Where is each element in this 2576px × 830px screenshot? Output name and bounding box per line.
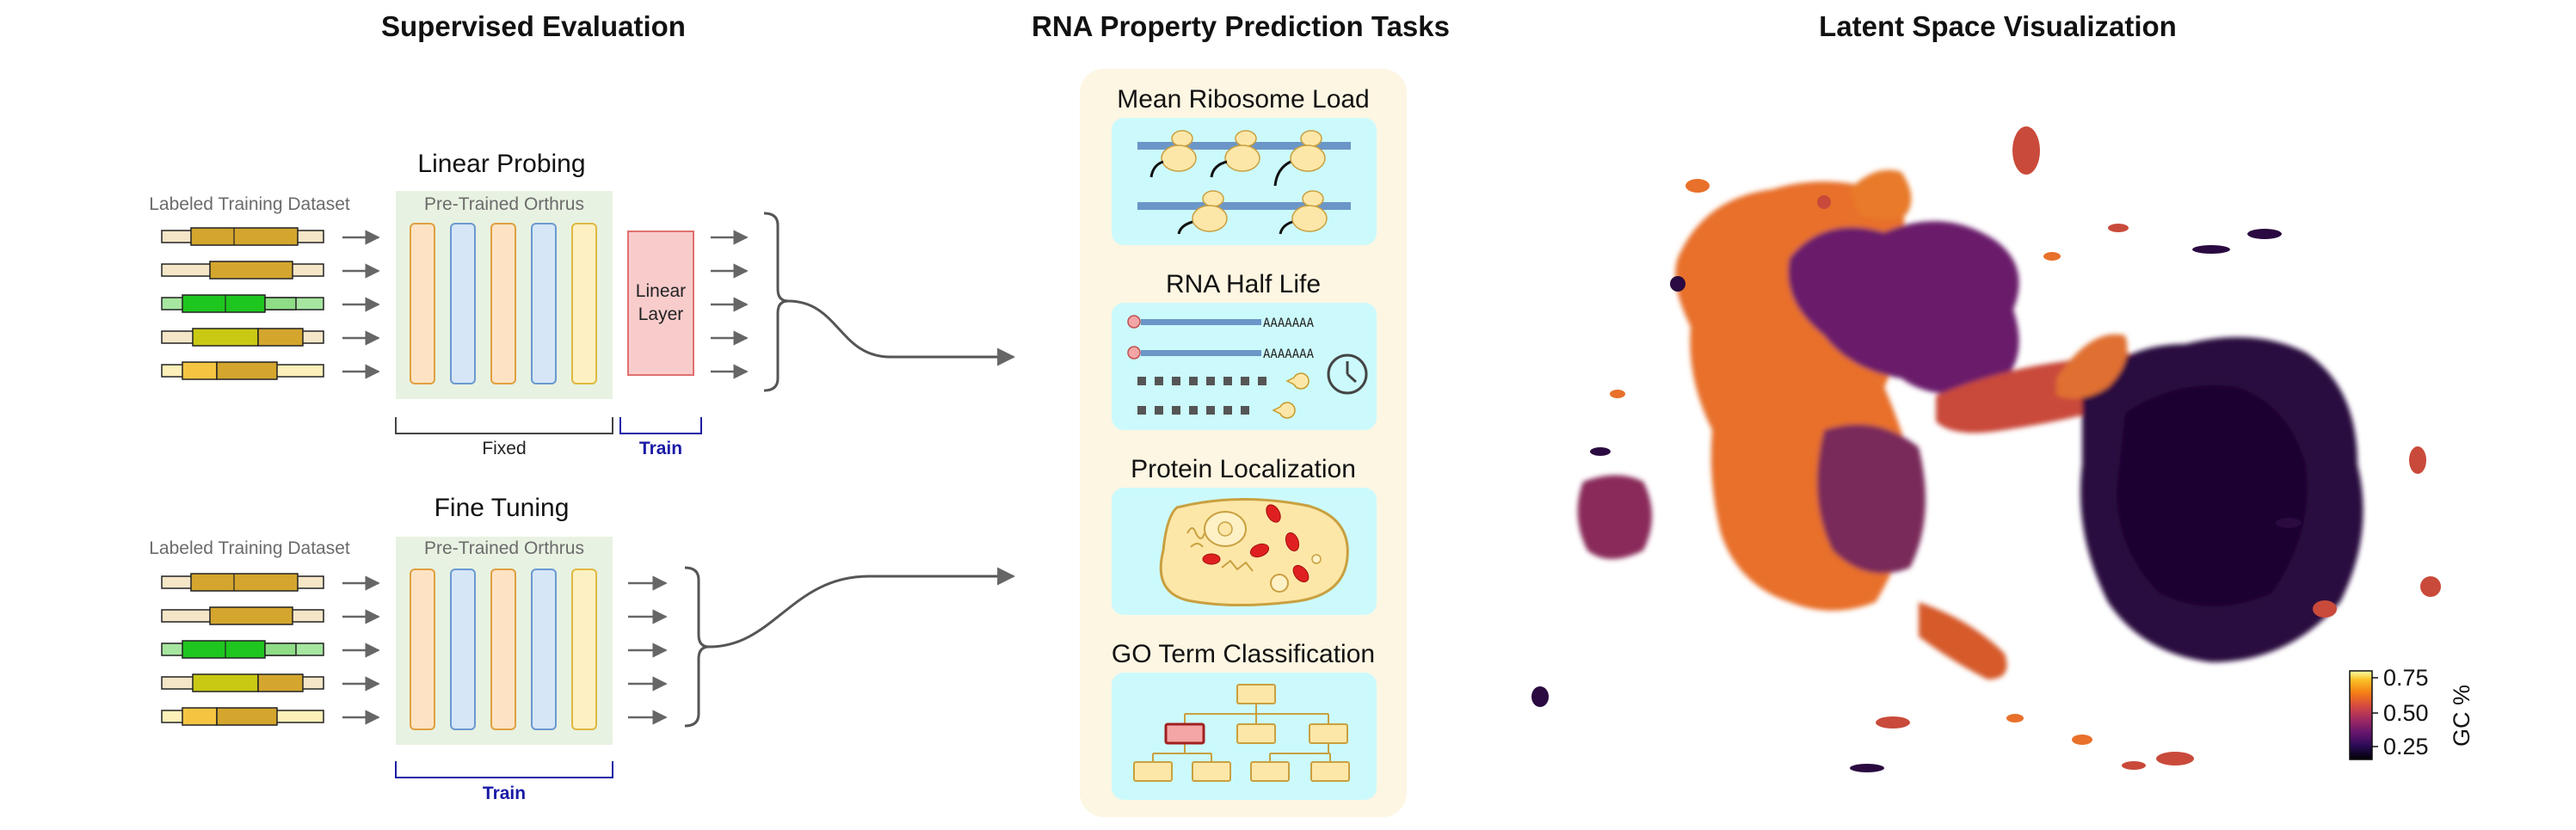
task-panel [1080, 69, 1407, 817]
pretrained-model: Pre-Trained Orthrus [396, 191, 613, 399]
colorbar-tick: 0.50 [2383, 700, 2429, 726]
dataset-label: Labeled Training Dataset [149, 194, 350, 214]
linear-layer: Linear Layer [627, 231, 694, 376]
train-label: Train [639, 439, 682, 458]
model-label: Pre-Trained Orthrus [424, 194, 584, 214]
train-bracket: Train [395, 761, 613, 803]
rna-sequence [161, 673, 324, 692]
middle-panel: RNA Property Prediction Tasks Mean Ribos… [1032, 10, 1450, 817]
flow-arrow [708, 567, 1016, 649]
right-panel-title: Latent Space Visualization [1819, 10, 2177, 42]
task-go-term-classification: GO Term Classification [1112, 640, 1377, 800]
task-title: GO Term Classification [1112, 640, 1375, 668]
rna-sequence [161, 227, 324, 246]
linear-probing-section: Linear Probing Labeled Training Dataset [149, 150, 1016, 458]
middle-panel-title: RNA Property Prediction Tasks [1032, 10, 1450, 42]
rna-sequence [161, 573, 324, 592]
task-title: RNA Half Life [1166, 270, 1321, 298]
task-protein-localization: Protein Localization [1112, 455, 1377, 615]
sequence-list [161, 227, 324, 380]
left-panel-title: Supervised Evaluation [381, 10, 686, 42]
clock-icon [1327, 354, 1368, 395]
task-mean-ribosome-load: Mean Ribosome Load [1112, 85, 1377, 245]
rna-sequence [161, 606, 324, 625]
left-panel: Supervised Evaluation Linear Probing Lab… [149, 10, 1016, 803]
output-brace [763, 212, 789, 392]
task-rna-half-life: RNA Half Life AAAAAAA AAAAAAA [1112, 270, 1377, 430]
model-label: Pre-Trained Orthrus [424, 538, 584, 558]
train-label: Train [483, 784, 526, 803]
poly-a-tail: AAAAAAA [1263, 317, 1315, 330]
output-arrows [628, 575, 668, 725]
rna-sequence [161, 294, 324, 313]
fine-tuning-section: Fine Tuning Labeled Training Dataset [149, 494, 1016, 803]
task-box [1112, 303, 1377, 430]
fixed-bracket: Fixed [395, 417, 613, 458]
sequence-list [161, 573, 324, 726]
output-arrows [711, 230, 749, 379]
rna-sequence [161, 640, 324, 659]
rna-sequence [161, 261, 324, 280]
half-life-icon: AAAAAAA AAAAAAA [1127, 315, 1368, 419]
cell-icon [1159, 497, 1349, 607]
output-brace [684, 566, 710, 728]
dataset-label: Labeled Training Dataset [149, 538, 350, 558]
latent-space-scatter [1531, 126, 2441, 772]
colorbar: 0.75 0.50 0.25 GC % [2349, 665, 2474, 760]
linear-probing-title: Linear Probing [417, 150, 585, 178]
rna-sequence [161, 707, 324, 726]
colorbar-tick: 0.75 [2383, 665, 2429, 691]
rna-sequence [161, 328, 324, 347]
ribosome-icon [1137, 130, 1351, 235]
input-arrows [342, 230, 380, 379]
right-panel: Latent Space Visualization [1531, 10, 2474, 772]
fine-tuning-title: Fine Tuning [434, 494, 570, 522]
fixed-label: Fixed [482, 439, 526, 458]
poly-a-tail: AAAAAAA [1263, 347, 1315, 361]
go-tree-icon [1133, 684, 1350, 782]
input-arrows [342, 575, 380, 725]
colorbar-label: GC % [2449, 685, 2474, 747]
flow-arrow [787, 299, 1016, 366]
train-bracket: Train [619, 417, 702, 458]
task-title: Mean Ribosome Load [1117, 85, 1370, 114]
colorbar-tick: 0.25 [2383, 734, 2429, 759]
pretrained-model: Pre-Trained Orthrus [396, 537, 613, 745]
linear-layer-label-line1: Linear [636, 281, 686, 301]
task-title: Protein Localization [1131, 455, 1356, 483]
rna-sequence [161, 361, 324, 380]
linear-layer-label-line2: Layer [638, 304, 684, 324]
